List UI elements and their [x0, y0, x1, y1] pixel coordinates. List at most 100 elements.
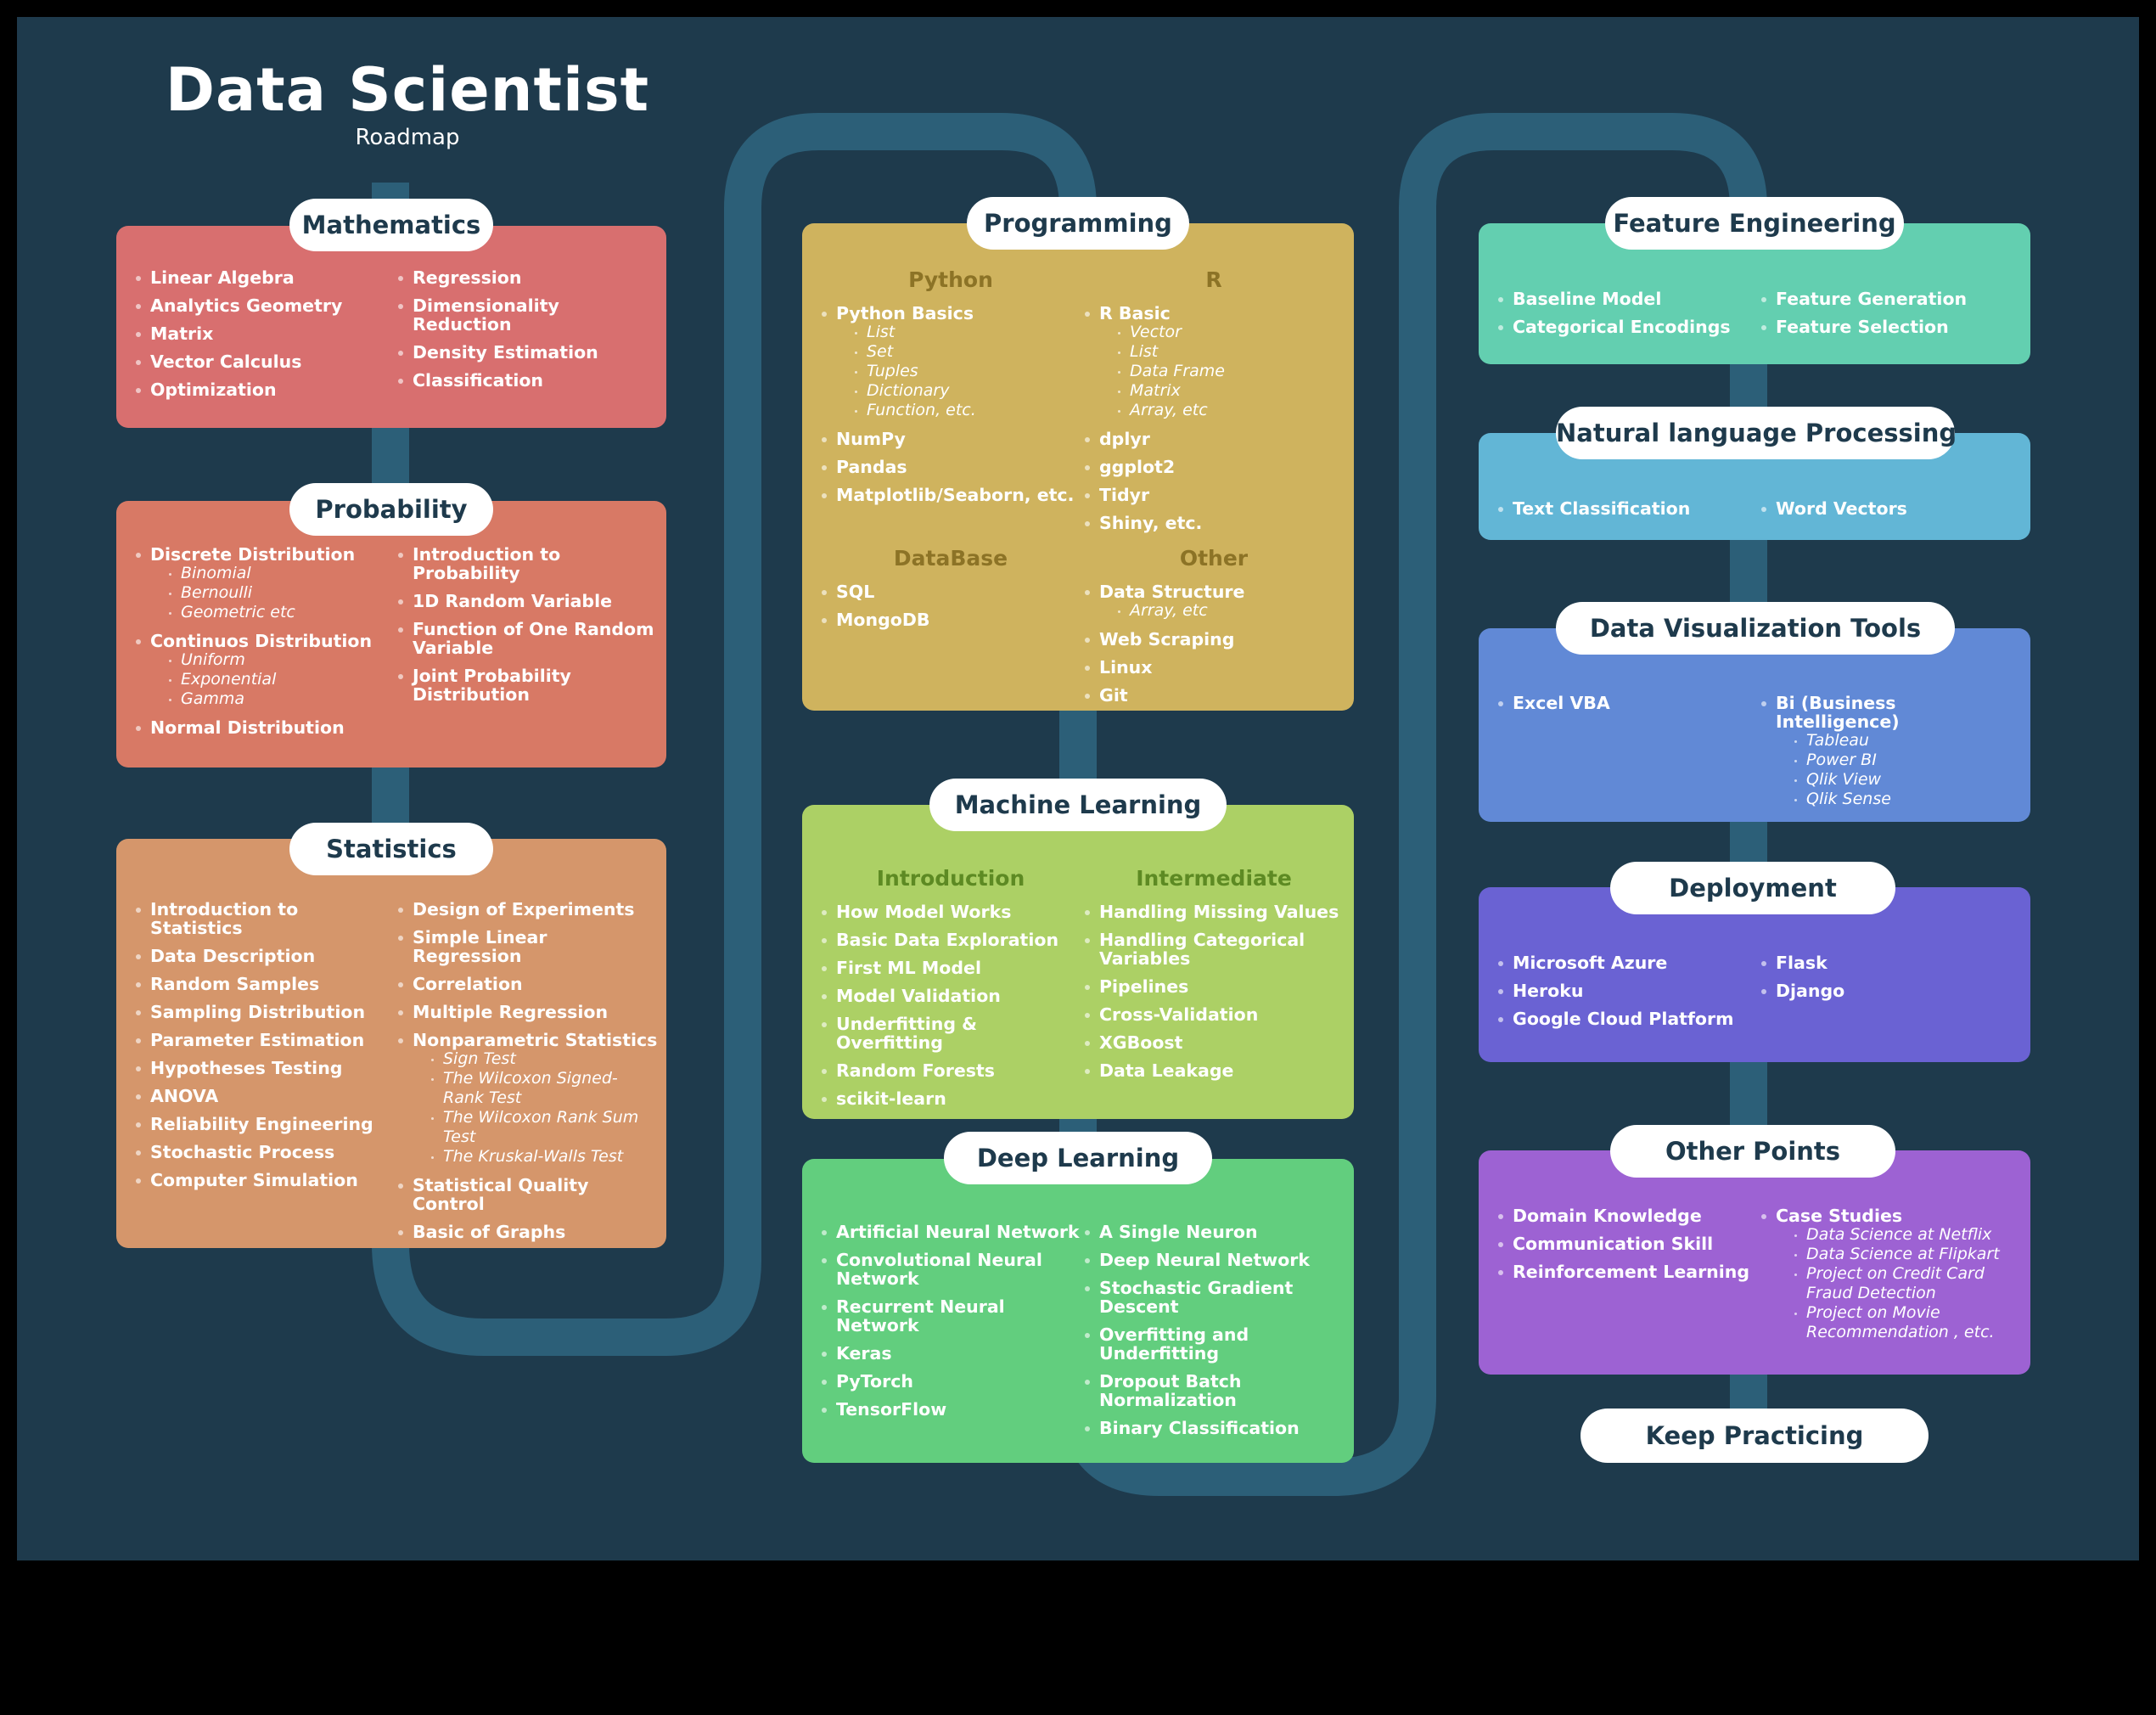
- list-item-label: Function of One Random Variable: [413, 619, 654, 658]
- dv-column-left: Excel VBA: [1496, 694, 1759, 818]
- list-item: Handling Categorical Variables: [1082, 931, 1345, 968]
- list-item-label: Baseline Model: [1513, 289, 1662, 309]
- list-item-label: Continuos Distribution: [150, 631, 373, 651]
- list-item-label: ANOVA: [150, 1086, 219, 1106]
- list-item-label: Random Forests: [836, 1060, 995, 1081]
- list-item: Simple Linear Regression: [396, 928, 658, 965]
- list-item: Model Validation: [819, 987, 1082, 1005]
- list-item-label: Cross-Validation: [1099, 1004, 1259, 1025]
- list-item-label: Convolutional Neural Network: [836, 1250, 1042, 1289]
- list-item-label: Statistical Quality Control: [413, 1175, 589, 1214]
- nlp-column-left: Text Classification: [1496, 499, 1759, 527]
- list-item: Recurrent Neural Network: [819, 1297, 1082, 1335]
- sub-list-item: Set: [853, 342, 1082, 362]
- nlp-title: Natural language Processing: [1556, 407, 1957, 459]
- list-item: Data Leakage: [1082, 1061, 1345, 1080]
- statistics-title: Statistics: [289, 823, 493, 875]
- list-item-label: Optimization: [150, 380, 277, 400]
- sub-list-item: List: [853, 323, 1082, 342]
- list-item: Analytics Geometry: [133, 296, 396, 315]
- sub-list-item: Tuples: [853, 362, 1082, 381]
- list-item: TensorFlow: [819, 1400, 1082, 1419]
- list-item-label: Underfitting & Overfitting: [836, 1014, 978, 1053]
- list-item-label: Model Validation: [836, 986, 1001, 1006]
- deployment-title: Deployment: [1610, 862, 1895, 914]
- list-item: Introduction to Statistics: [133, 900, 396, 937]
- list-item: Baseline Model: [1496, 290, 1759, 308]
- list-item: Linux: [1082, 658, 1345, 677]
- list-item-label: Binary Classification: [1099, 1418, 1300, 1438]
- list-item: Tidyr: [1082, 486, 1345, 504]
- list-item-label: Nonparametric Statistics: [413, 1030, 658, 1050]
- sub-list-item: Data Frame: [1116, 362, 1345, 381]
- list-item: Joint Probability Distribution: [396, 666, 658, 704]
- list-item-label: Domain Knowledge: [1513, 1206, 1702, 1226]
- probability-title: Probability: [289, 483, 493, 536]
- list-item-label: Communication Skill: [1513, 1234, 1714, 1254]
- list-item: NumPy: [819, 430, 1082, 448]
- list-item: Normal Distribution: [133, 718, 396, 737]
- list-item-label: Shiny, etc.: [1099, 513, 1203, 533]
- list-item: Computer Simulation: [133, 1171, 396, 1189]
- list-item-label: Word Vectors: [1776, 498, 1907, 519]
- list-item: MongoDB: [819, 610, 1082, 629]
- list-item-label: dplyr: [1099, 429, 1150, 449]
- sub-list-item: List: [1116, 342, 1345, 362]
- list-item: Function of One Random Variable: [396, 620, 658, 657]
- list-item-label: Google Cloud Platform: [1513, 1009, 1734, 1029]
- list-item: Density Estimation: [396, 343, 658, 362]
- list-item-label: Python Basics: [836, 303, 974, 323]
- list-item-label: ggplot2: [1099, 457, 1176, 477]
- list-item: Design of Experiments: [396, 900, 658, 919]
- list-item: Hypotheses Testing: [133, 1059, 396, 1077]
- list-item: Django: [1759, 981, 2022, 1000]
- list-item: dplyr: [1082, 430, 1345, 448]
- sub-list-item: Sign Test: [430, 1049, 658, 1069]
- list-item-label: Basic Data Exploration: [836, 930, 1059, 950]
- ml-introduction-heading: Introduction: [876, 866, 1025, 891]
- list-item-label: Stochastic Gradient Descent: [1099, 1278, 1294, 1317]
- data-visualization-title: Data Visualization Tools: [1556, 602, 1955, 655]
- list-item-label: Matrix: [150, 323, 214, 344]
- list-item-label: Recurrent Neural Network: [836, 1296, 1005, 1335]
- list-item: Reinforcement Learning: [1496, 1262, 1759, 1281]
- list-item-label: Stochastic Process: [150, 1142, 335, 1162]
- sub-list-item: Tableau: [1793, 731, 2022, 751]
- list-item: 1D Random Variable: [396, 592, 658, 610]
- item-list: Introduction to Probability 1D Random Var…: [396, 545, 658, 704]
- sub-list-item: Matrix: [1116, 381, 1345, 401]
- ml-intermediate-heading: Intermediate: [1136, 866, 1292, 891]
- list-item: Multiple Regression: [396, 1003, 658, 1021]
- list-item: Introduction to Probability: [396, 545, 658, 582]
- data-visualization-card: Excel VBA Bi (Business Intelligence)Tabl…: [1479, 628, 2030, 822]
- list-item: Classification: [396, 371, 658, 390]
- list-item: Stochastic Process: [133, 1143, 396, 1161]
- list-item: Statistical Quality Control: [396, 1176, 658, 1213]
- list-item-label: Handling Missing Values: [1099, 902, 1339, 922]
- list-item-label: Analytics Geometry: [150, 295, 343, 316]
- sub-list-item: Exponential: [167, 670, 396, 689]
- list-item-label: R Basic: [1099, 303, 1171, 323]
- feature-engineering-title: Feature Engineering: [1605, 197, 1904, 250]
- deep-learning-title: Deep Learning: [944, 1132, 1212, 1184]
- list-item: Microsoft Azure: [1496, 953, 1759, 972]
- list-item: ANOVA: [133, 1087, 396, 1105]
